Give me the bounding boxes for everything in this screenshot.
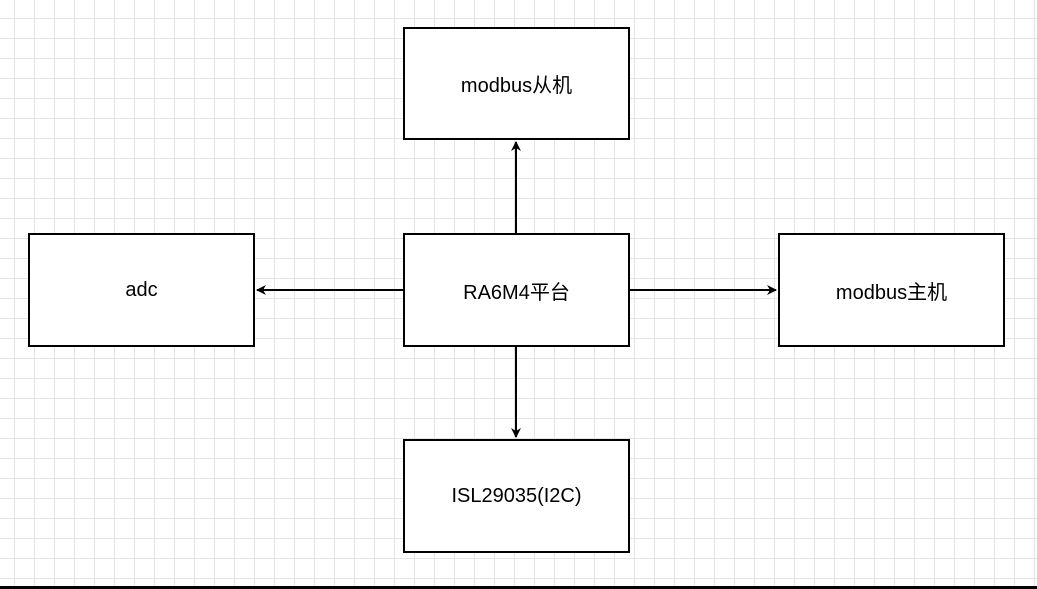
node-label: adc [125,278,158,301]
node-ra6m4-platform[interactable]: RA6M4平台 [403,233,630,347]
node-modbus-master[interactable]: modbus主机 [778,233,1005,347]
node-label: RA6M4平台 [463,281,570,304]
node-label: modbus从机 [460,75,573,97]
node-modbus-slave[interactable]: modbus从机 [403,27,630,140]
node-adc[interactable]: adc [28,233,255,347]
node-isl29035-i2c[interactable]: ISL29035(I2C) [403,439,630,553]
node-label: ISL29035(I2C) [451,484,582,507]
node-label: modbus主机 [835,281,948,304]
